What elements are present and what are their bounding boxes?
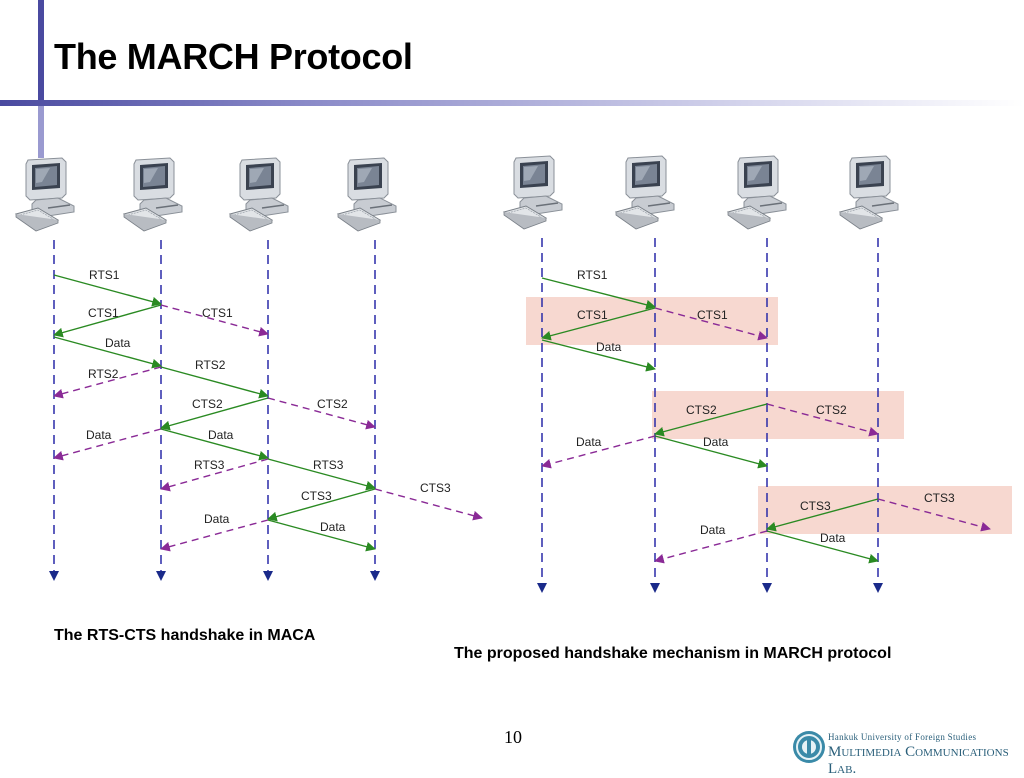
timeline-end-arrow <box>156 571 166 581</box>
message-label: CTS3 <box>301 489 332 503</box>
message-arrow-solid <box>766 530 879 564</box>
timeline-end-arrow <box>263 571 273 581</box>
message-label: RTS2 <box>88 367 119 381</box>
timeline-end-arrow <box>370 571 380 581</box>
timeline-end-arrow <box>49 571 59 581</box>
computer-icon <box>615 155 675 230</box>
page-number: 10 <box>504 727 522 747</box>
message-arrow-dashed <box>654 307 768 341</box>
timeline-end-arrow <box>537 583 547 593</box>
message-label: Data <box>820 531 846 545</box>
computer-icon <box>839 155 899 230</box>
message-label: CTS1 <box>577 308 608 322</box>
message-arrow-dashed <box>541 435 656 469</box>
university-emblem-icon <box>793 731 825 763</box>
lab-logo: Hankuk University of Foreign Studies Mul… <box>792 728 1022 777</box>
timeline-end-arrow <box>762 583 772 593</box>
message-arrow-solid <box>160 428 269 461</box>
message-arrow-dashed <box>374 488 483 521</box>
message-label: Data <box>105 336 131 350</box>
message-label: RTS1 <box>577 268 608 282</box>
timeline-end-arrow <box>650 583 660 593</box>
message-label: Data <box>576 435 602 449</box>
message-arrow-dashed <box>160 458 269 492</box>
highlight-box-3 <box>758 486 1012 534</box>
message-label: Data <box>596 340 622 354</box>
message-arrow-dashed <box>267 397 376 430</box>
right-diagram-caption: The proposed handshake mechanism in MARC… <box>454 645 892 662</box>
message-arrow-solid <box>541 277 656 310</box>
highlight-box-2 <box>652 391 904 439</box>
message-label: CTS2 <box>192 397 223 411</box>
message-label: Data <box>700 523 726 537</box>
message-arrow-solid <box>267 488 376 522</box>
message-label: CTS2 <box>816 403 847 417</box>
message-arrow-dashed <box>53 366 162 399</box>
logo-lab-name: Multimedia Communications Lab. <box>828 744 1009 777</box>
message-arrow-solid <box>541 339 656 372</box>
message-label: RTS3 <box>313 458 344 472</box>
accent-bar-horizontal <box>0 100 1024 106</box>
slide-title: The MARCH Protocol <box>54 36 413 77</box>
timeline-end-arrow <box>873 583 883 593</box>
message-label: Data <box>86 428 112 442</box>
message-arrow-dashed <box>53 428 162 461</box>
message-arrow-solid <box>267 519 376 552</box>
message-label: Data <box>208 428 234 442</box>
message-label: Data <box>320 520 346 534</box>
message-arrow-solid <box>654 435 768 469</box>
message-label: RTS1 <box>89 268 120 282</box>
message-arrow-solid <box>53 304 162 338</box>
message-arrow-solid <box>53 336 162 369</box>
message-arrow-dashed <box>160 519 269 552</box>
message-arrow-solid <box>160 366 269 399</box>
message-label: CTS3 <box>924 491 955 505</box>
message-label: Data <box>703 435 729 449</box>
message-label: CTS1 <box>202 306 233 320</box>
computer-icon <box>727 155 787 230</box>
message-label: CTS1 <box>88 306 119 320</box>
message-arrow-dashed <box>654 530 768 564</box>
computer-icon <box>503 155 563 230</box>
message-arrow-solid <box>654 403 768 437</box>
message-label: CTS1 <box>697 308 728 322</box>
message-label: Data <box>204 512 230 526</box>
message-label: CTS2 <box>317 397 348 411</box>
highlight-box-1 <box>526 297 778 345</box>
logo-university-name: Hankuk University of Foreign Studies <box>828 732 977 742</box>
message-arrow-solid <box>541 307 656 341</box>
message-arrow-solid <box>766 498 879 532</box>
accent-bar-vertical-top <box>38 0 44 102</box>
message-arrow-dashed <box>160 304 269 337</box>
message-arrow-dashed <box>877 498 991 532</box>
left-diagram-caption: The RTS-CTS handshake in MACA <box>54 627 316 644</box>
message-arrow-solid <box>267 458 376 491</box>
message-arrow-solid <box>53 274 162 307</box>
computer-icon <box>229 157 289 232</box>
message-label: CTS3 <box>800 499 831 513</box>
message-label: RTS3 <box>194 458 225 472</box>
computer-icon <box>123 157 183 232</box>
message-arrow-solid <box>160 397 269 431</box>
computer-icon <box>15 157 75 232</box>
message-label: CTS2 <box>686 403 717 417</box>
message-label: CTS3 <box>420 481 451 495</box>
message-label: RTS2 <box>195 358 226 372</box>
accent-bar-vertical-bottom <box>38 106 44 158</box>
computer-icon <box>337 157 397 232</box>
